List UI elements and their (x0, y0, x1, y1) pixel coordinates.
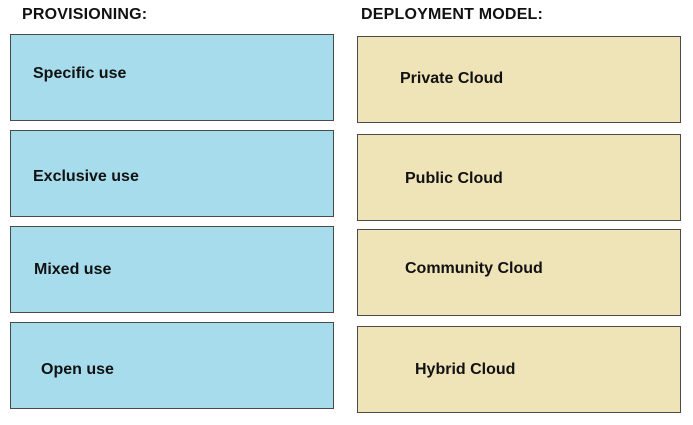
provisioning-item-label: Open use (41, 360, 114, 378)
deployment-item-label: Public Cloud (405, 169, 503, 187)
provisioning-item-mixed-use[interactable]: Mixed use (10, 226, 334, 313)
deployment-item-public-cloud[interactable]: Public Cloud (357, 134, 681, 221)
deployment-model-heading: DEPLOYMENT MODEL: (361, 6, 544, 23)
provisioning-heading: PROVISIONING: (22, 6, 148, 23)
provisioning-item-label: Mixed use (34, 260, 112, 278)
provisioning-item-specific-use[interactable]: Specific use (10, 34, 334, 121)
provisioning-item-exclusive-use[interactable]: Exclusive use (10, 130, 334, 217)
deployment-item-label: Private Cloud (400, 69, 504, 87)
deployment-item-hybrid-cloud[interactable]: Hybrid Cloud (357, 326, 681, 413)
deployment-item-label: Community Cloud (405, 259, 543, 277)
provisioning-item-label: Specific use (33, 64, 127, 82)
deployment-item-community-cloud[interactable]: Community Cloud (357, 229, 681, 316)
provisioning-item-label: Exclusive use (33, 167, 139, 185)
deployment-item-private-cloud[interactable]: Private Cloud (357, 36, 681, 123)
provisioning-item-open-use[interactable]: Open use (10, 322, 334, 409)
deployment-item-label: Hybrid Cloud (415, 360, 516, 378)
